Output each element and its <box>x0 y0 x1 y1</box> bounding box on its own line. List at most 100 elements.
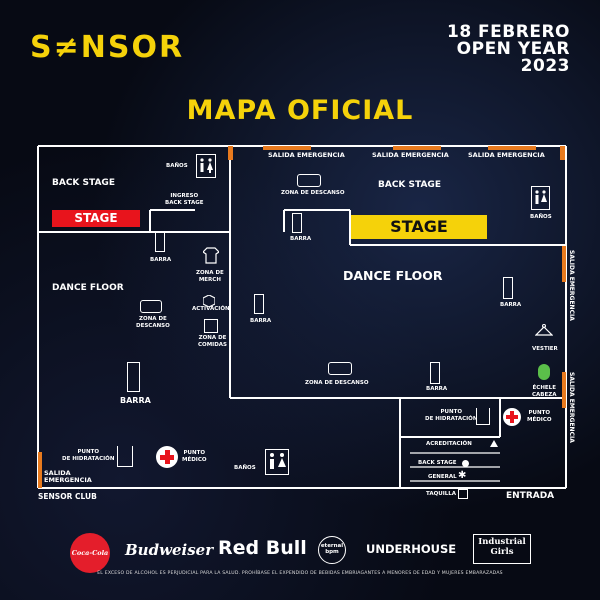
water-cup-icon <box>117 446 133 467</box>
bar-icon <box>503 277 513 299</box>
hexagon-icon <box>202 292 216 308</box>
exit-marker <box>562 246 566 282</box>
exit-marker <box>562 372 566 408</box>
restroom-icon <box>531 186 550 210</box>
legal-disclaimer: EL EXCESO DE ALCOHOL ES PERJUDICIAL PARA… <box>97 571 503 576</box>
event-name: OPEN YEAR <box>456 39 570 59</box>
ingreso-back-stage-text: BACK STAGE <box>165 200 204 206</box>
industrial-girls-logo: Industrial Girls <box>473 534 531 564</box>
square-icon <box>458 489 468 499</box>
general-label: GENERAL <box>428 474 457 480</box>
water-cup-icon <box>476 408 490 425</box>
exit-marker <box>488 146 536 150</box>
salida-emergencia-3: SALIDA EMERGENCIA <box>468 151 545 159</box>
restroom-icon <box>196 154 216 178</box>
restroom-icon-glyph <box>270 453 286 469</box>
ingreso-back-stage-label: INGRESO BACK STAGE <box>165 193 203 207</box>
exit-marker <box>263 146 311 150</box>
restroom-icon-glyph <box>535 190 547 204</box>
back-stage-left-label: BACK STAGE <box>52 178 115 188</box>
girls-text: Girls <box>490 547 514 557</box>
exit-marker <box>393 146 441 150</box>
zona-descanso-left-label: ZONA DE DESCANSO <box>136 316 170 330</box>
banos-right-label: BAÑOS <box>530 214 552 220</box>
activacion-label: ACTIVACIÓN <box>192 306 230 312</box>
cocacola-logo: Coca-Cola <box>70 533 110 573</box>
circle-icon <box>462 460 469 467</box>
taquilla-label: TAQUILLA <box>426 491 457 497</box>
vestier-label: VESTIER <box>532 346 558 352</box>
redbull-logo: Red Bull <box>218 537 307 559</box>
punto-hidratacion-right-label: PUNTO DE HIDRATACIÓN <box>425 409 477 423</box>
industrial-text: Industrial <box>478 537 526 547</box>
bar-icon <box>127 362 140 392</box>
zona-comidas-line-1: ZONA DE <box>198 335 227 341</box>
salida-left-line-2: EMERGENCIA <box>44 476 92 484</box>
underhouse-logo: UNDERHOUSE <box>366 542 457 556</box>
punto-medico-right-line-1: PUNTO <box>528 410 551 416</box>
zona-descanso-top-label: ZONA DE DESCANSO <box>281 190 345 196</box>
exit-marker <box>228 146 233 160</box>
tshirt-icon-glyph <box>202 247 220 264</box>
bar-icon <box>254 294 264 314</box>
banos-bottom-label: BAÑOS <box>234 465 256 471</box>
event-info: 18 FEBRERO OPEN YEAR 2023 <box>447 24 570 75</box>
punto-hidratacion-left-label: PUNTO DE HIDRATACIÓN <box>62 449 114 463</box>
echele-line-1: ÉCHELE <box>532 385 556 391</box>
event-year: 2023 <box>520 56 570 76</box>
sofa-icon <box>140 300 162 313</box>
barra-1-label: BARRA <box>290 236 312 242</box>
salida-emergencia-2: SALIDA EMERGENCIA <box>372 151 449 159</box>
punto-medico-left-line-1: PUNTO <box>183 450 206 456</box>
punto-medico-left-line-2: MÉDICO <box>182 457 207 463</box>
bpm-text: bpm <box>325 549 339 555</box>
eternal-text: eternal <box>320 543 344 549</box>
zona-merch-line-2: MERCH <box>198 277 221 283</box>
zona-comidas-label: ZONA DE COMIDAS <box>198 335 227 349</box>
banos-top-label: BAÑOS <box>166 163 188 169</box>
barra-5-label: BARRA <box>120 396 151 405</box>
barra-2-label: BARRA <box>150 257 172 263</box>
sensor-logo: S≠NSOR <box>30 30 185 65</box>
restroom-icon <box>265 449 289 475</box>
medical-cross-h <box>506 415 518 419</box>
entrada-label: ENTRADA <box>506 491 555 501</box>
event-date: 18 FEBRERO <box>446 22 570 42</box>
zona-descanso-left-line-2: DESCANSO <box>136 323 170 329</box>
map-title: MAPA OFICIAL <box>186 95 414 126</box>
triangle-icon <box>490 440 498 447</box>
zona-comidas-line-2: COMIDAS <box>198 342 228 348</box>
walls <box>37 145 567 489</box>
budweiser-logo: Budweiser <box>125 541 214 559</box>
dance-floor-main-label: DANCE FLOOR <box>343 268 443 283</box>
medical-icon <box>156 446 178 468</box>
bar-icon <box>155 232 165 252</box>
hanger-icon <box>534 322 554 336</box>
zona-merch-label: ZONA DE MERCH <box>196 270 224 284</box>
exit-marker <box>38 452 42 488</box>
bar-icon <box>430 362 440 384</box>
acreditacion-label: ACREDITACIÓN <box>426 441 472 447</box>
zona-descanso-left-line-1: ZONA DE <box>139 316 167 322</box>
zona-descanso-mid-label: ZONA DE DESCANSO <box>305 380 369 386</box>
stage-left: STAGE <box>52 210 140 227</box>
salida-emergencia-left-label: SALIDA EMERGENCIA <box>44 470 92 484</box>
sofa-icon <box>328 362 352 375</box>
salida-emergencia-right-bottom: SALIDA EMERGENCIA <box>568 372 575 443</box>
dance-floor-left-label: DANCE FLOOR <box>52 283 124 293</box>
eternal-bpm-logo: eternal bpm <box>318 536 346 564</box>
echele-line-2: CABEZA <box>532 392 557 398</box>
punto-medico-right-line-2: MÉDICO <box>527 417 552 423</box>
salida-emergencia-1: SALIDA EMERGENCIA <box>268 151 345 159</box>
echele-cabeza-label: ÉCHELE CABEZA <box>532 385 557 399</box>
bar-icon <box>292 213 302 233</box>
zona-merch-line-1: ZONA DE <box>196 270 224 276</box>
hanger-icon-glyph <box>534 324 554 336</box>
barra-4-label: BARRA <box>500 302 522 308</box>
star-icon: ✱ <box>458 470 467 481</box>
sofa-icon <box>297 174 321 187</box>
back-stage-right-label: BACK STAGE <box>378 180 441 190</box>
echele-cabeza-icon <box>538 364 550 380</box>
